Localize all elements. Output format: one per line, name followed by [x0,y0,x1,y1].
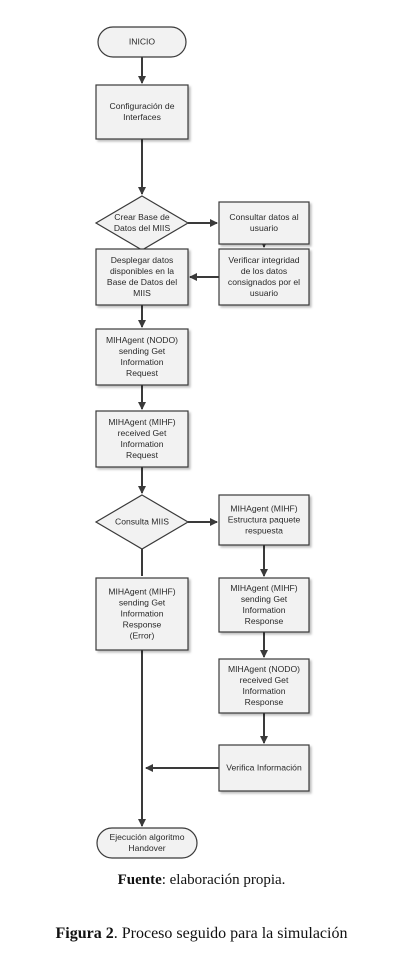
mihf-recv-shape [95,410,189,468]
fin-shape [96,827,198,859]
inicio-label: INICIO [129,36,156,46]
inicio-shape [97,26,187,58]
consulta-shape [94,494,190,550]
source-caption: Fuente: elaboración propia. [0,872,403,889]
node-inicio: INICIO [97,26,187,58]
consultar-shape [218,201,310,245]
figure-caption: Figura 2. Proceso seguido para la simula… [0,925,403,943]
nodo-send-shape [95,328,189,386]
source-text: : elaboración propia. [161,872,286,888]
nodo-recv-shape [218,658,310,714]
figure-text: . Proceso seguido para la simulación [113,925,348,942]
desplegar-shape [95,248,189,306]
node-consulta: Consulta MIIS [94,494,190,550]
connector-layer [138,57,268,827]
source-label: Fuente [117,872,162,888]
figure-label: Figura 2 [55,925,114,942]
error-shape [95,577,189,651]
verifica-info-label: Verifica Información [226,762,302,772]
estructura-shape [218,494,310,546]
consulta-label: Consulta MIIS [115,516,169,526]
mihf-send-shape [218,577,310,633]
verifica-info-shape [218,744,310,792]
config-shape [95,84,189,140]
node-verifica-info: Verifica Información [218,744,310,792]
verificar-integridad-shape [218,248,310,306]
